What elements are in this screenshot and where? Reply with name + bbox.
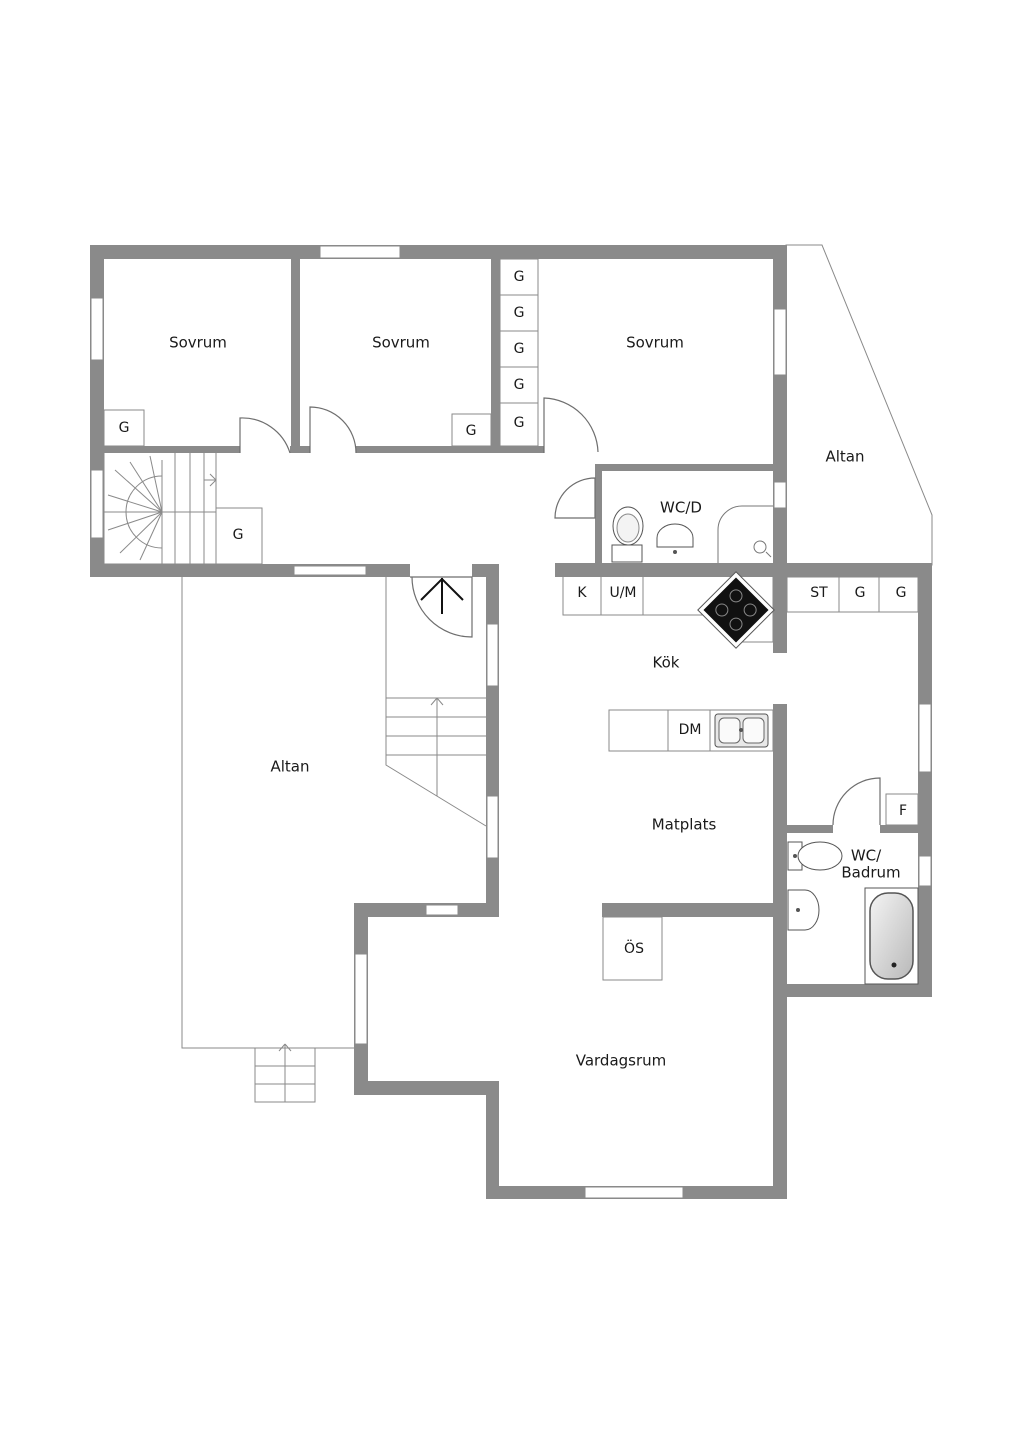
fixture-label-g: G (119, 420, 130, 436)
room-label-vardagsrum: Vardagsrum (576, 1052, 667, 1070)
fixture-label-g: G (514, 305, 525, 321)
altan-steps (254, 1043, 316, 1103)
room-label-wc-badrum: WC/ (851, 847, 882, 865)
fixture-label-g: G (855, 585, 866, 601)
fixture-label-g: G (233, 527, 244, 543)
fixture-label-g: G (514, 415, 525, 431)
room-label-kok: Kök (653, 654, 680, 672)
room-label-altan: Altan (825, 448, 864, 466)
room-label-sovrum: Sovrum (626, 334, 684, 352)
bathtub-icon (864, 887, 919, 985)
kitchen-sink-icon (714, 713, 769, 748)
closets (103, 258, 539, 565)
room-label-wc-badrum: Badrum (841, 864, 900, 882)
room-label-sovrum: Sovrum (169, 334, 227, 352)
kitchen-counter (562, 576, 919, 981)
spiral-stair (103, 453, 217, 565)
toilet-icon (611, 506, 644, 563)
fixture-label-um: U/M (609, 585, 636, 601)
fixture-label-g: G (466, 423, 477, 439)
altan-west-outline (181, 575, 487, 1049)
straight-stair (386, 697, 486, 796)
fixture-label-dm: DM (679, 722, 702, 738)
windows (90, 245, 932, 1199)
stove-icon (697, 571, 775, 649)
fixture-label-f: F (899, 803, 907, 819)
fixture-label-os: ÖS (624, 939, 644, 957)
entrance-arrow-icon (420, 577, 464, 614)
fixture-label-st: ST (810, 585, 828, 601)
fixture-label-k: K (577, 585, 587, 601)
room-label-sovrum: Sovrum (372, 334, 430, 352)
fixture-label-g: G (514, 341, 525, 357)
room-label-altan: Altan (270, 758, 309, 776)
washbasin-icon (656, 523, 694, 554)
shower-icon (717, 505, 773, 563)
altan-east-outline (785, 244, 933, 566)
room-label-wc-d: WC/D (660, 499, 702, 517)
fixture-label-g: G (896, 585, 907, 601)
fixture-label-g: G (514, 377, 525, 393)
fixture-label-g: G (514, 269, 525, 285)
toilet-icon (787, 841, 843, 871)
room-label-matplats: Matplats (652, 816, 717, 834)
washbasin-icon (787, 889, 820, 931)
doors (239, 397, 881, 826)
